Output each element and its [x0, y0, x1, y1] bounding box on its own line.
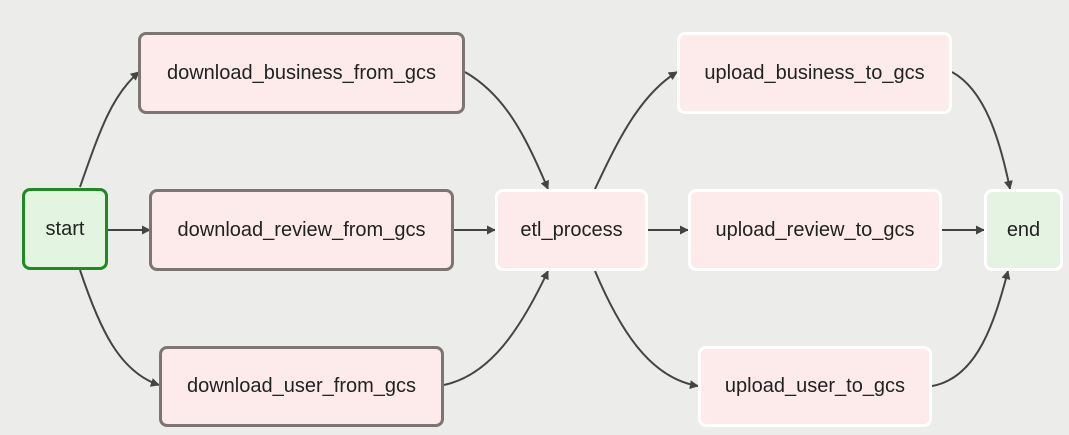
task-label: start: [45, 217, 85, 240]
task-label: upload_review_to_gcs: [715, 218, 915, 241]
task-label: upload_user_to_gcs: [724, 375, 906, 397]
task-node-upload-review-to-gcs[interactable]: upload_review_to_gcs: [688, 189, 942, 271]
task-label: end: [1006, 218, 1041, 241]
edge-upload-user-to-end: [931, 270, 1011, 387]
edge-download-business-to-etl-process: [464, 71, 549, 190]
edge-download-user-to-etl-process: [443, 270, 549, 386]
task-label: download_user_from_gcs: [186, 375, 417, 397]
task-node-download-user-from-gcs[interactable]: download_user_from_gcs: [159, 346, 444, 427]
task-node-upload-business-to-gcs[interactable]: upload_business_to_gcs: [677, 32, 952, 114]
task-node-etl-process[interactable]: etl_process: [495, 189, 648, 271]
task-node-download-review-from-gcs[interactable]: download_review_from_gcs: [149, 189, 454, 271]
task-node-upload-user-to-gcs[interactable]: upload_user_to_gcs: [698, 346, 932, 427]
task-label: download_business_from_gcs: [166, 61, 437, 84]
task-node-end[interactable]: end: [984, 189, 1063, 271]
task-label: download_review_from_gcs: [177, 218, 426, 241]
task-node-start[interactable]: start: [22, 188, 108, 270]
task-label: etl_process: [520, 218, 623, 241]
task-node-download-business-from-gcs[interactable]: download_business_from_gcs: [138, 32, 465, 114]
task-label: upload_business_to_gcs: [704, 61, 925, 84]
edge-start-to-download-user: [79, 269, 160, 387]
edge-upload-business-to-end: [951, 71, 1013, 190]
edge-start-to-download-business: [79, 71, 140, 188]
edge-etl-process-to-upload-user: [594, 270, 699, 390]
edge-etl-process-to-upload-business: [594, 71, 678, 190]
